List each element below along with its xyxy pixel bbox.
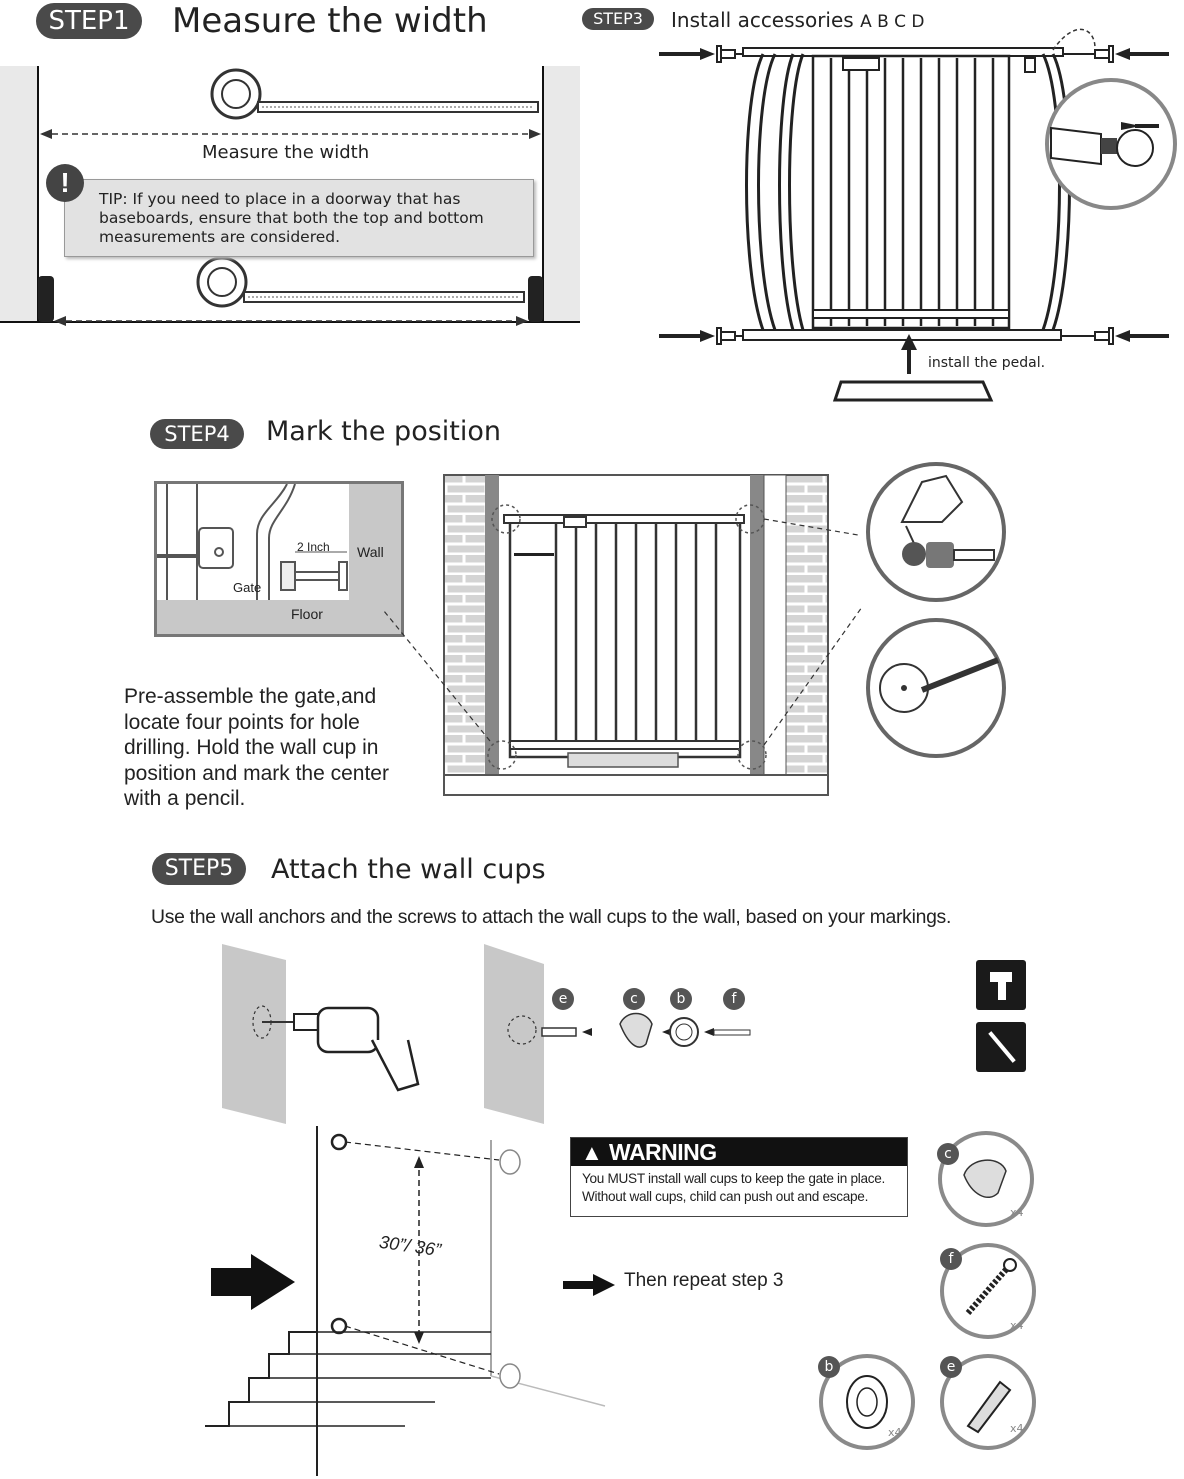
step4-desc-line-1: Pre-assemble the gate,and bbox=[124, 685, 377, 708]
wall-cup-part-c bbox=[938, 1131, 1034, 1227]
wall-label: Wall bbox=[357, 544, 384, 560]
part-c-badge: c bbox=[623, 988, 645, 1010]
step4-desc-line-2: locate four points for hole bbox=[124, 710, 360, 734]
step3-title-text: Install accessories bbox=[671, 8, 854, 32]
warning-exclamation-icon: ! bbox=[46, 164, 84, 202]
part-e-badge: e bbox=[552, 988, 574, 1010]
measure-width-label: Measure the width bbox=[202, 142, 370, 163]
warning-box: ▲ WARNING You MUST install wall cups to … bbox=[570, 1137, 908, 1217]
wall-cup-assembly bbox=[484, 944, 751, 1124]
part-c-qty: x4 bbox=[1010, 1206, 1024, 1219]
step4-desc-line-3: drilling. Hold the wall cup in bbox=[124, 736, 379, 759]
step4-description: Pre-assemble the gate,and locate four po… bbox=[124, 684, 389, 812]
screw-part-f bbox=[940, 1243, 1036, 1339]
gate-label: Gate bbox=[233, 580, 262, 595]
inch-label: 2 Inch bbox=[297, 540, 330, 554]
part-b-legend-badge: b bbox=[818, 1356, 840, 1378]
repeat-step-label: Then repeat step 3 bbox=[624, 1270, 784, 1291]
wall-cup-closeup: 2 Inch Wall Gate Floor bbox=[154, 481, 404, 637]
step1-badge: STEP1 bbox=[36, 3, 142, 39]
step3-title: Install accessories A B C D bbox=[671, 8, 925, 32]
step3-badge: STEP3 bbox=[582, 8, 654, 30]
step5-badge: STEP5 bbox=[152, 853, 246, 885]
step4-title: Mark the position bbox=[266, 416, 501, 447]
part-b-badge: b bbox=[670, 988, 692, 1010]
warning-title: WARNING bbox=[609, 1139, 717, 1165]
screwdriver-tool-icon bbox=[976, 1022, 1026, 1072]
warning-header: ▲ WARNING bbox=[571, 1138, 907, 1166]
step1-title: Measure the width bbox=[172, 1, 488, 41]
tip-line-1: TIP: If you need to place in a doorway t… bbox=[99, 190, 461, 208]
install-pedal-label: install the pedal. bbox=[928, 355, 1046, 371]
part-c-legend-badge: c bbox=[937, 1143, 959, 1165]
tip-line-3: measurements are considered. bbox=[99, 228, 341, 246]
tip-box: TIP: If you need to place in a doorway t… bbox=[64, 179, 534, 257]
part-f-legend-badge: f bbox=[940, 1248, 962, 1270]
part-e-legend-badge: e bbox=[940, 1356, 962, 1378]
drill-tool-icon bbox=[976, 960, 1026, 1010]
step5-instruction: Use the wall anchors and the screws to a… bbox=[151, 906, 952, 928]
step3-letters: A B C D bbox=[860, 12, 925, 32]
pencil-marking-closeups bbox=[866, 462, 1006, 758]
part-f-badge: f bbox=[723, 988, 745, 1010]
warning-line-2: Without wall cups, child can push out an… bbox=[582, 1189, 869, 1204]
part-e-qty: x4 bbox=[1010, 1422, 1024, 1435]
step1-diagram bbox=[0, 66, 580, 326]
warning-triangle-icon: ▲ bbox=[581, 1140, 603, 1165]
step4-desc-line-5: with a pencil. bbox=[124, 787, 246, 810]
drilling-illustration bbox=[222, 944, 420, 1124]
tip-line-2: baseboards, ensure that both the top and… bbox=[99, 209, 484, 227]
warning-line-1: You MUST install wall cups to keep the g… bbox=[582, 1171, 885, 1186]
part-b-qty: x4 bbox=[888, 1426, 902, 1439]
step4-badge: STEP4 bbox=[150, 419, 244, 449]
step4-desc-line-4: position and mark the center bbox=[124, 761, 389, 785]
repeat-arrow-icon bbox=[563, 1274, 615, 1296]
part-f-qty: x4 bbox=[1010, 1319, 1024, 1332]
step3-gate-diagram bbox=[659, 28, 1177, 402]
stair-installation-illustration bbox=[205, 1126, 606, 1476]
step5-title: Attach the wall cups bbox=[271, 854, 546, 885]
step4-gate-wall-diagram bbox=[383, 474, 863, 796]
floor-label: Floor bbox=[291, 606, 323, 622]
